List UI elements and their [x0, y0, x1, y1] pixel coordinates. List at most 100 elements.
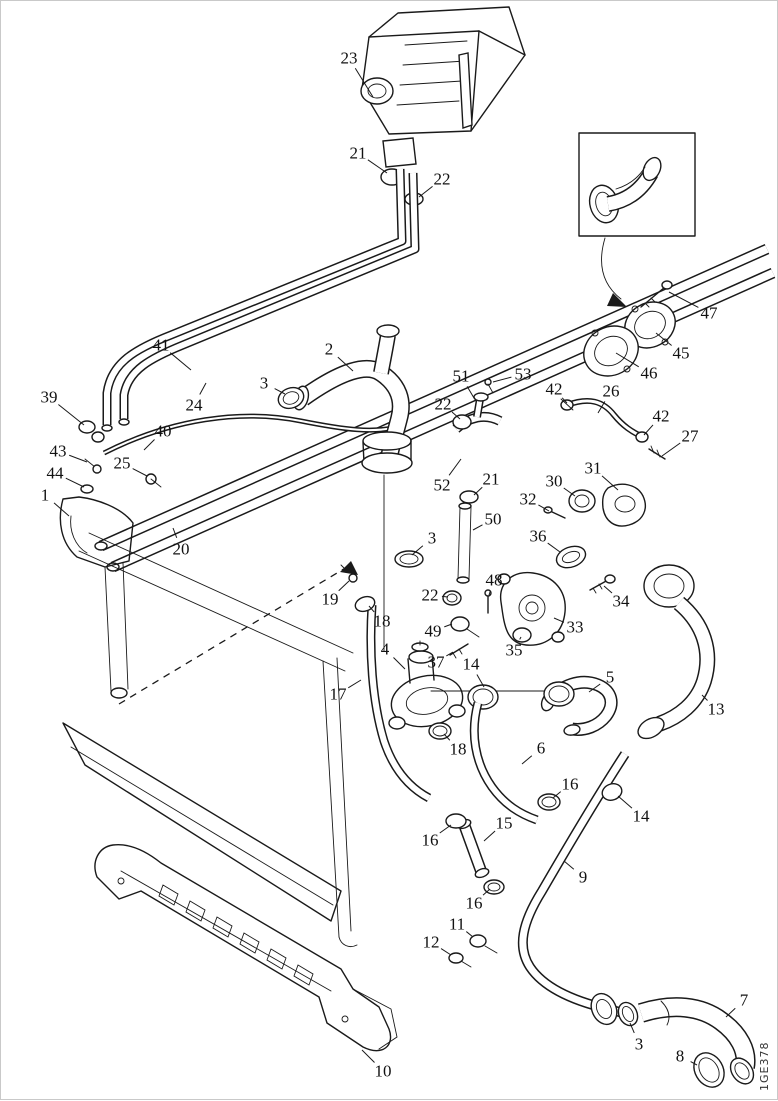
clamp-8 — [693, 1052, 725, 1088]
callout-leader-14 — [617, 795, 633, 809]
callout-35: 35 — [506, 641, 523, 660]
callout-22: 22 — [435, 395, 452, 414]
callout-50: 50 — [485, 510, 502, 529]
callout-3: 3 — [428, 529, 437, 548]
plug-12 — [448, 952, 464, 964]
callout-49: 49 — [425, 622, 442, 641]
callout-17: 17 — [330, 685, 348, 704]
callout-leader-42 — [643, 424, 654, 436]
clamp-16-a — [537, 793, 561, 811]
callout-18: 18 — [450, 740, 467, 759]
callout-44: 44 — [47, 464, 65, 483]
callout-leader-36 — [547, 542, 561, 553]
callout-leader-25 — [132, 468, 148, 477]
callout-leader-3 — [629, 1022, 635, 1034]
callout-leader-52 — [448, 458, 462, 476]
callout-leader-16 — [439, 824, 452, 834]
callout-15: 15 — [496, 814, 513, 833]
callout-22: 22 — [434, 170, 451, 189]
callout-16: 16 — [562, 775, 579, 794]
callout-23: 23 — [341, 49, 358, 68]
callout-24: 24 — [186, 396, 204, 415]
thermostat-assembly-4 — [388, 550, 466, 730]
clamp-14-c — [601, 783, 623, 801]
reservoir-outlet-fitting — [382, 137, 417, 168]
bolt-32 — [549, 510, 566, 519]
callout-39: 39 — [41, 388, 58, 407]
callout-leader-32 — [538, 504, 550, 512]
callout-leader-6 — [521, 755, 533, 765]
hose-13-connector — [643, 564, 695, 608]
callout-45: 45 — [673, 344, 690, 363]
hose-5-group — [430, 675, 618, 736]
air-deflector — [62, 722, 342, 922]
callout-leader-24 — [199, 382, 207, 395]
callout-42: 42 — [653, 407, 670, 426]
hose-17-group — [118, 561, 432, 802]
callout-leader-46 — [615, 352, 639, 368]
pump-inlet-35 — [512, 627, 532, 643]
fitting-11 — [469, 934, 487, 948]
hose-6-group — [428, 701, 561, 968]
water-pump-group — [497, 483, 647, 646]
tube-50-group — [442, 490, 492, 659]
callout-leader-3 — [411, 545, 424, 556]
thermostat-cap-30 — [568, 489, 596, 513]
clamp-3-c — [617, 1001, 639, 1027]
callout-leader-11 — [465, 931, 474, 938]
callout-11: 11 — [449, 915, 465, 934]
callout-9: 9 — [579, 868, 588, 887]
callout-leader-33 — [553, 617, 565, 623]
callout-2: 2 — [325, 340, 334, 359]
water-pump-33 — [500, 571, 566, 646]
clamp-3-a — [277, 386, 305, 410]
tube-26-group — [560, 397, 666, 460]
callout-leader-15 — [483, 830, 496, 842]
callout-16: 16 — [466, 894, 483, 913]
pipe-9-group — [517, 751, 630, 1019]
callout-1: 1 — [41, 486, 50, 505]
callout-leader-2 — [337, 356, 354, 372]
callout-31: 31 — [585, 459, 602, 478]
callout-leader-18 — [443, 733, 451, 741]
callout-26: 26 — [603, 382, 620, 401]
callout-leader-18 — [368, 605, 375, 613]
heater-hoses-24-41 — [101, 168, 420, 432]
callout-21: 21 — [483, 470, 500, 489]
callout-33: 33 — [567, 618, 584, 637]
callout-leader-37 — [446, 651, 454, 657]
callout-6: 6 — [537, 739, 546, 758]
connector-51-group — [452, 378, 503, 433]
clamp-18-b — [428, 722, 452, 740]
y-pipe-2 — [277, 324, 413, 652]
clamp-14-b — [543, 681, 575, 707]
callout-13: 13 — [708, 700, 725, 719]
figure-code: 1GE378 — [758, 1042, 771, 1091]
callout-leader-19 — [338, 580, 350, 592]
callout-leader-27 — [661, 442, 681, 457]
callout-leader-5 — [588, 683, 601, 693]
callout-leader-39 — [58, 404, 85, 426]
callout-8: 8 — [676, 1047, 685, 1066]
callout-19: 19 — [322, 590, 339, 609]
clamp-3-b — [394, 550, 424, 568]
callout-leader-7 — [725, 1007, 736, 1018]
callout-leader-47 — [668, 291, 699, 308]
callout-leader-22 — [441, 595, 449, 598]
callout-41: 41 — [153, 336, 170, 355]
callout-leader-3 — [274, 388, 286, 395]
assembly-guide-dashed — [118, 566, 348, 705]
callout-leader-42 — [561, 397, 568, 404]
callout-22: 22 — [422, 586, 439, 605]
callout-12: 12 — [423, 933, 440, 952]
callout-leader-44 — [65, 477, 85, 488]
callout-leader-43 — [69, 454, 88, 463]
callout-leader-9 — [563, 860, 575, 870]
callout-43: 43 — [50, 442, 67, 461]
fitting-42-b — [635, 431, 649, 443]
callout-7: 7 — [740, 991, 749, 1010]
callout-14: 14 — [633, 807, 651, 826]
callout-16: 16 — [422, 831, 439, 850]
clamp-16-b — [445, 813, 467, 829]
